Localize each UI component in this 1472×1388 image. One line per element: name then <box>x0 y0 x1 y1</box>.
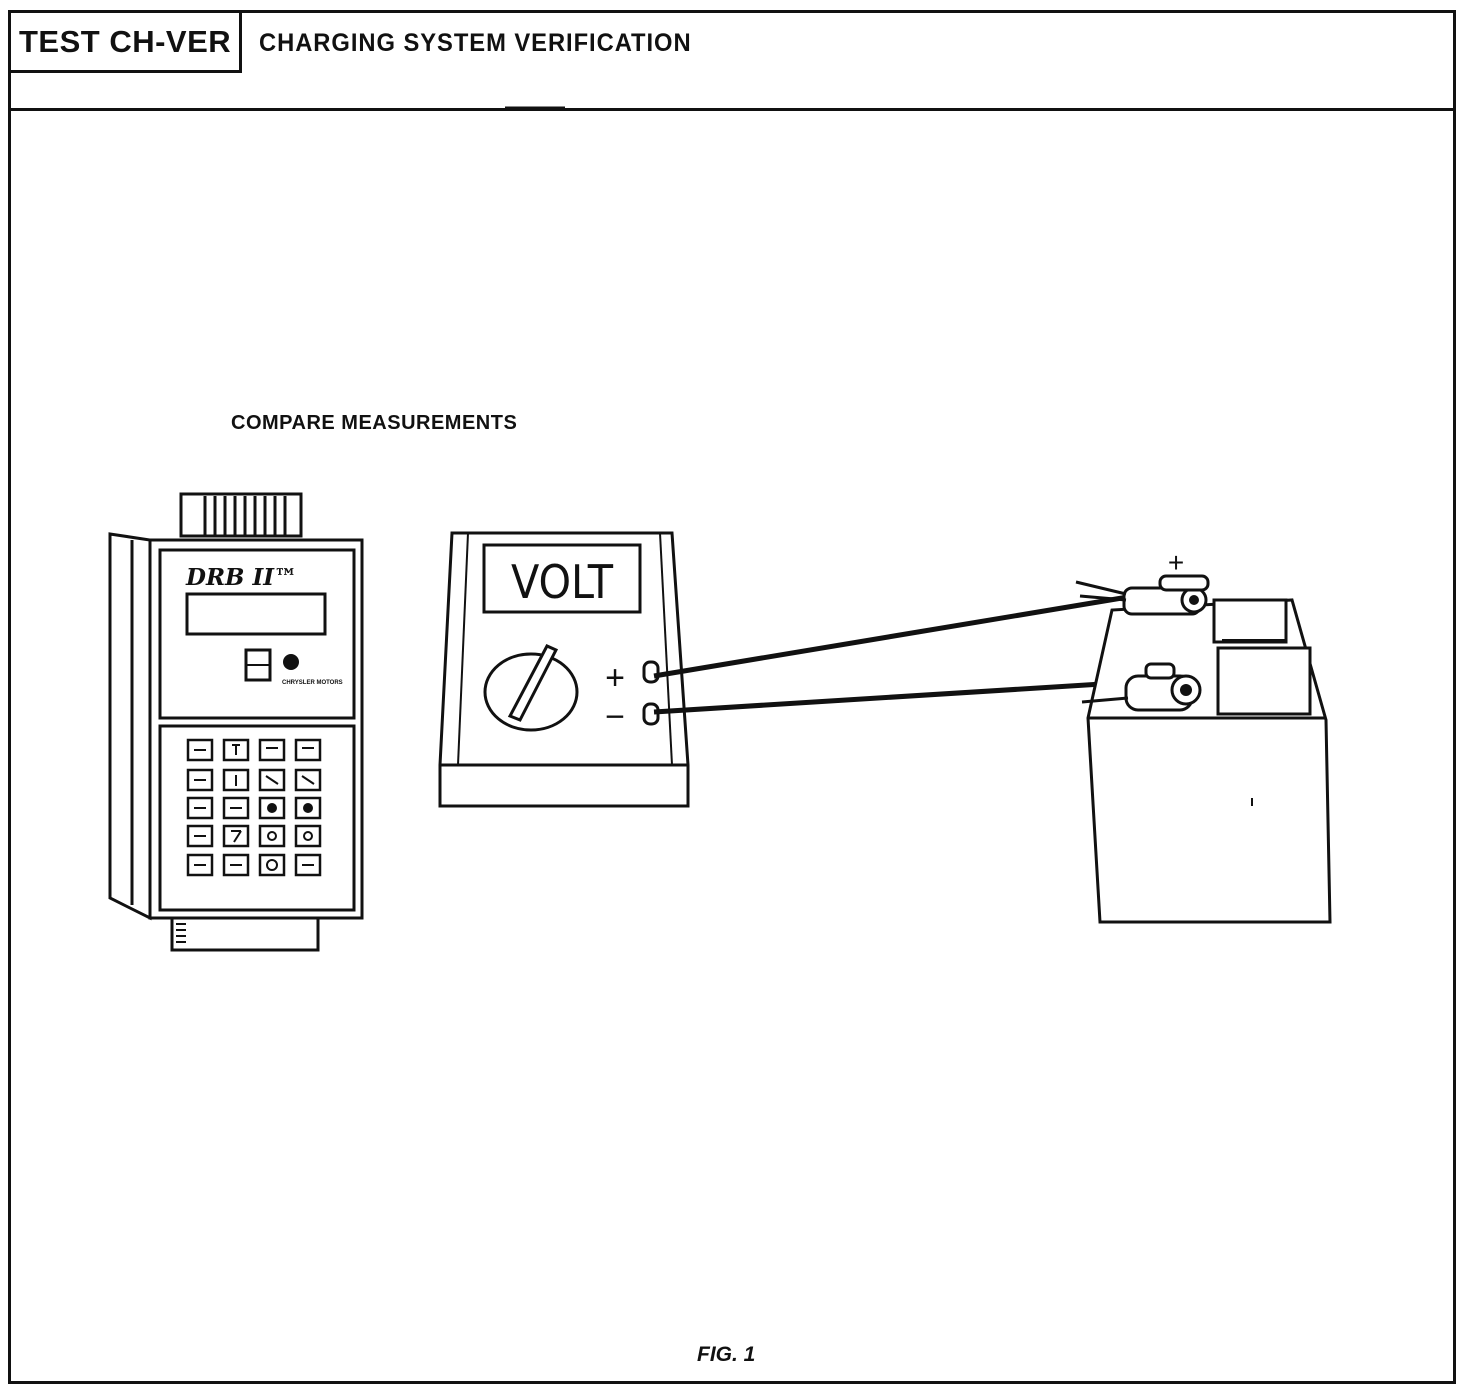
brand-label: DRB II™ <box>185 564 297 591</box>
key-0 <box>258 853 286 877</box>
positive-post-label: + <box>1168 547 1184 578</box>
plus-terminal-label: + <box>605 659 625 697</box>
key-f3 <box>294 738 322 762</box>
key-f2 <box>258 738 286 762</box>
pentastar-logo <box>283 654 299 670</box>
tester-body <box>148 538 364 920</box>
key-7 <box>222 824 250 848</box>
key-8 <box>258 824 286 848</box>
plus-jack <box>642 660 660 684</box>
bottom-connector <box>170 916 320 952</box>
dial-pointer <box>507 644 559 722</box>
drb-scan-tester: DRB II™ CHRYSLER MOTORS <box>108 492 364 952</box>
top-connector <box>179 492 303 538</box>
maker-label: CHRYSLER MOTORS <box>282 680 343 686</box>
figure-label: FIG. 1 <box>697 1343 756 1366</box>
voltmeter: VOLT + − <box>438 531 690 808</box>
selector-dial <box>483 652 579 732</box>
compare-caption: COMPARE MEASUREMENTS <box>231 412 518 434</box>
page-frame: TEST CH-VER CHARGING SYSTEM VERIFICATION… <box>8 10 1456 1384</box>
positive-lead <box>653 593 1135 679</box>
test-id-box: TEST CH-VER <box>11 13 243 73</box>
battery-cap-upper <box>1212 598 1288 644</box>
header-bar: TEST CH-VER CHARGING SYSTEM VERIFICATION <box>11 13 1453 111</box>
keypad <box>186 738 322 877</box>
tester-upper-panel <box>158 548 356 720</box>
battery-cap-lower <box>1216 646 1312 716</box>
tester-side-panel <box>108 532 152 921</box>
battery: + <box>1075 547 1332 924</box>
volt-display-text: VOLT <box>511 555 614 609</box>
negative-lead <box>653 679 1135 715</box>
key-9 <box>294 824 322 848</box>
tester-display <box>185 592 327 636</box>
keypad-panel <box>158 724 356 912</box>
minus-terminal-label: − <box>605 698 625 736</box>
volt-display <box>482 543 642 614</box>
test-leads <box>653 593 1135 715</box>
page-title: CHARGING SYSTEM VERIFICATION <box>259 29 692 57</box>
